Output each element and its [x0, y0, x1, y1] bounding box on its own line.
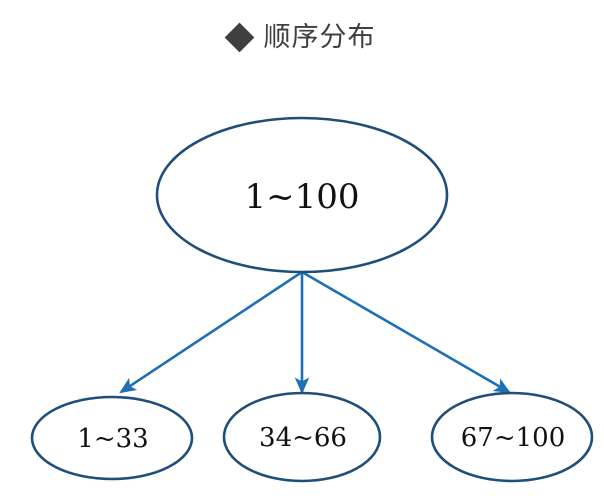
connector-group — [119, 270, 511, 395]
node-child-middle-label: 34~66 — [259, 423, 347, 453]
node-child-left-ellipse[interactable] — [30, 395, 194, 481]
node-child-left-label: 1~33 — [77, 424, 149, 454]
page-title: 顺序分布 — [0, 22, 604, 53]
edge-root-to-right — [301, 270, 511, 394]
node-root-ellipse[interactable] — [155, 116, 449, 274]
node-root-label: 1~100 — [244, 177, 360, 217]
page-title-text: 顺序分布 — [263, 22, 376, 53]
node-child-right-label: 67~100 — [460, 423, 566, 453]
node-child-right-ellipse[interactable] — [430, 391, 594, 483]
node-child-middle-ellipse[interactable] — [222, 391, 382, 483]
edge-root-to-left — [119, 270, 303, 394]
